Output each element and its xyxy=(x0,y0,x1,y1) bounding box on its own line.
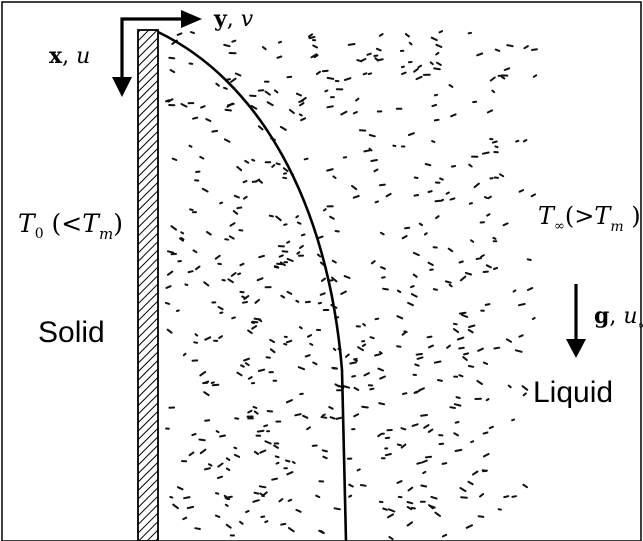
gravity-arrowhead-icon xyxy=(566,339,586,358)
y-axis-label: y, v xyxy=(213,6,254,32)
coordinate-axes xyxy=(112,10,202,97)
hatched-wall xyxy=(137,29,159,541)
wall-temperature-label: T0 (<Tm) xyxy=(18,209,123,243)
interface-curve xyxy=(157,30,348,541)
gravity-label: g, u∞ xyxy=(594,303,643,332)
x-axis-arrow-line xyxy=(120,17,184,78)
x-axis-label: x, u xyxy=(49,43,90,69)
solid-region-label: Solid xyxy=(38,316,105,349)
ambient-temperature-label: T∞(>Tm ) xyxy=(538,202,641,235)
liquid-region-label: Liquid xyxy=(533,376,613,409)
liquid-speckle-pattern xyxy=(164,30,538,541)
x-axis-arrowhead-icon xyxy=(112,77,132,97)
gravity-arrow xyxy=(566,284,586,358)
y-axis-arrowhead-icon xyxy=(181,10,202,28)
